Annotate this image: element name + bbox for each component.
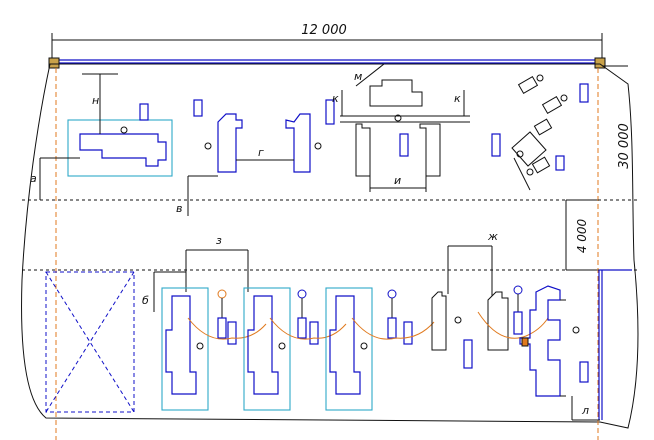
dimension-a: а: [30, 157, 80, 200]
label-b: б: [142, 294, 149, 307]
machine-4: [340, 79, 470, 177]
dimension-z: з: [185, 234, 249, 292]
dimension-i: и: [369, 174, 427, 192]
overall-width-label: 12 000: [301, 23, 347, 38]
dimension-m: м: [354, 63, 412, 87]
machine-5: [161, 287, 267, 411]
machine-8: [431, 291, 473, 369]
dimension-l: л: [571, 396, 600, 421]
crane-rail-top: [48, 57, 606, 69]
machine-7: [325, 287, 435, 411]
label-a: а: [30, 172, 37, 185]
machine-2: [193, 99, 243, 173]
overall-width-dimension: 12 000: [51, 23, 603, 62]
label-z: з: [216, 234, 222, 247]
large-unit: [519, 285, 589, 397]
label-k-right: к: [454, 92, 461, 105]
label-m: м: [354, 70, 362, 83]
dimension-k: к к: [332, 90, 465, 116]
workbench-cluster: [491, 74, 589, 191]
machine-3: [285, 99, 335, 173]
label-l: л: [581, 404, 589, 417]
machine-1: [67, 103, 173, 177]
overall-height-dimension: 30 000: [602, 65, 632, 169]
post-5: [217, 289, 227, 299]
post-9: [513, 285, 523, 295]
label-g: г: [258, 146, 264, 159]
dimension-b: б: [142, 271, 186, 312]
machine-6: [243, 287, 347, 411]
post-6: [297, 289, 307, 299]
label-i: и: [394, 174, 401, 187]
aisle-width-dimension: 4 000: [565, 199, 600, 271]
crane-rail-right: [598, 269, 632, 420]
storage-area: [45, 271, 135, 413]
dimension-v: в: [176, 175, 218, 216]
dimension-n: н: [82, 73, 118, 134]
dimension-zh: ж: [447, 230, 498, 296]
label-zh: ж: [487, 230, 498, 243]
label-n: н: [92, 94, 99, 107]
building-outline: [21, 63, 639, 429]
dimension-g: г: [236, 146, 294, 161]
label-k-left: к: [332, 92, 339, 105]
overall-height-label: 30 000: [617, 123, 632, 169]
aisle-width-label: 4 000: [575, 218, 589, 253]
label-v: в: [176, 202, 182, 215]
post-7: [387, 289, 397, 299]
machine-9: [477, 285, 549, 351]
